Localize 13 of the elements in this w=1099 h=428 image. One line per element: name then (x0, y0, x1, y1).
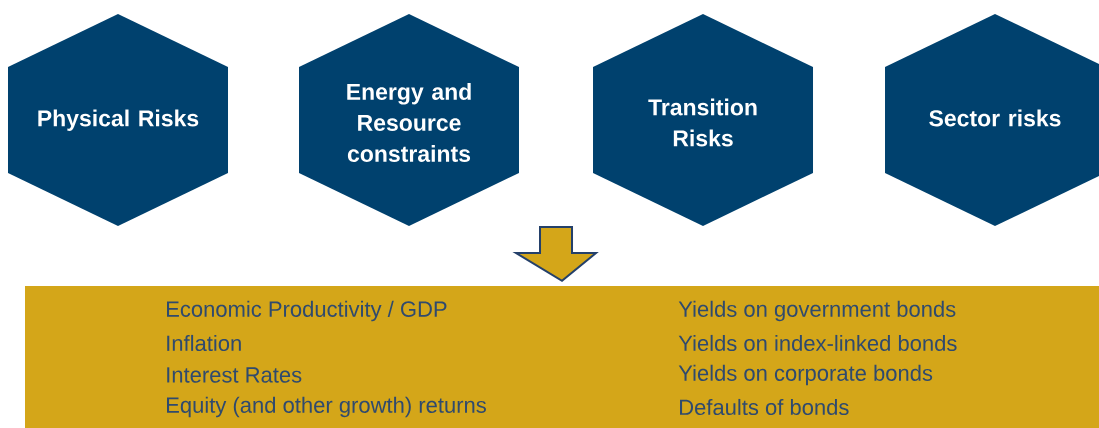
list-item: Economic Productivity / GDP (167, 300, 447, 322)
list-item: Yields on index-linked bonds (678, 334, 957, 352)
list-item: Yields on government bonds (678, 300, 956, 322)
hexagon: Transition Risks (593, 14, 813, 226)
list-item: Interest Rates (167, 367, 302, 383)
hexagon: Energy and Resource constraints (299, 14, 519, 226)
list-item: Inflation (167, 334, 241, 352)
hexagon: Sector risks (885, 14, 1099, 226)
hexagon: Physical Risks (8, 14, 228, 226)
list-item: Equity (and other growth) returns (167, 396, 486, 418)
list-item: Defaults of bonds (680, 398, 849, 416)
list-item: Yields on corporate bonds (678, 364, 933, 386)
down-arrow (512, 226, 599, 283)
